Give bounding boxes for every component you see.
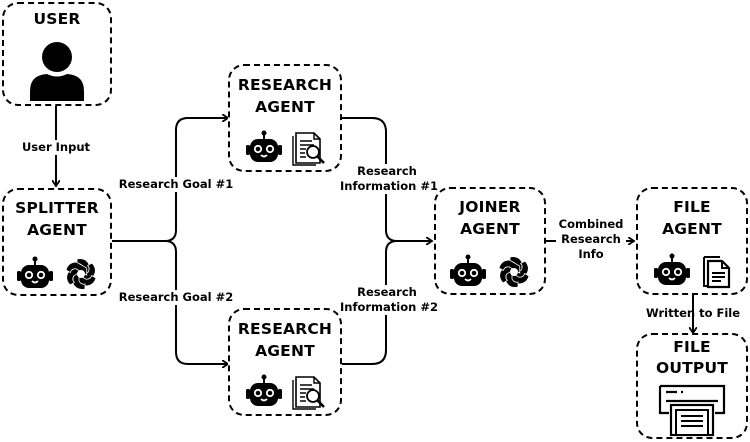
research-agent-1-title-line2: AGENT [255, 98, 315, 116]
openai-logo-icon [65, 258, 97, 290]
document-search-icon [292, 376, 325, 410]
openai-logo-icon [498, 256, 530, 288]
file-output-title-line1: FILE [673, 338, 711, 356]
file-agent-node[interactable]: FILE AGENT [636, 187, 748, 295]
splitter-node[interactable]: SPLITTER AGENT [2, 188, 112, 296]
person-icon [30, 42, 84, 101]
edge-label-info-2-line1: Research [357, 285, 417, 299]
edge-research2-joiner [341, 240, 398, 365]
robot-icon [17, 256, 53, 288]
file-agent-title-line1: FILE [673, 198, 711, 216]
printer-icon [658, 384, 726, 437]
research-agent-2-title-line1: RESEARCH [237, 320, 333, 338]
joiner-node[interactable]: JOINER AGENT [434, 187, 546, 295]
edge-label-written: Written to File [646, 306, 741, 320]
robot-icon [246, 374, 282, 406]
file-agent-title-line2: AGENT [662, 220, 722, 238]
robot-icon [450, 254, 486, 286]
edge-splitter-research2 [164, 240, 228, 364]
research-agent-2-title-line2: AGENT [255, 342, 315, 360]
edge-label-combined-line3: Info [556, 247, 626, 262]
edge-label-goal-1: Research Goal #1 [118, 177, 234, 192]
splitter-node-title-line1: SPLITTER [15, 199, 99, 217]
edge-label-info-2: Research Information #2 [340, 285, 438, 315]
document-icon [703, 256, 731, 289]
edge-label-goal-2: Research Goal #2 [118, 290, 234, 305]
edge-label-info-2-line2: Information #2 [340, 300, 438, 314]
research-agent-1-node[interactable]: RESEARCH AGENT [228, 64, 342, 172]
edge-label-info-1: Research Information #1 [340, 164, 438, 194]
file-output-title-line2: OUTPUT [655, 359, 729, 377]
joiner-node-title-line2: AGENT [460, 220, 520, 238]
joiner-node-title-line1: JOINER [459, 198, 521, 216]
edge-label-combined-line2: Research [556, 232, 626, 247]
edge-label-user-input: User Input [20, 140, 92, 155]
file-output-node[interactable]: FILE OUTPUT [636, 333, 748, 439]
user-node-title: USER [33, 10, 81, 28]
research-agent-2-node[interactable]: RESEARCH AGENT [228, 308, 342, 416]
edge-label-info-1-line1: Research [357, 164, 417, 178]
robot-icon [654, 253, 690, 285]
edge-label-info-1-line2: Information #1 [340, 179, 438, 193]
splitter-node-title-line2: AGENT [27, 221, 87, 239]
research-agent-1-title-line1: RESEARCH [237, 76, 333, 94]
edge-label-combined: Combined Research Info [556, 217, 626, 262]
robot-icon [246, 130, 282, 162]
document-search-icon [292, 132, 325, 166]
user-node[interactable]: USER [2, 2, 112, 106]
edge-label-combined-line1: Combined [556, 217, 626, 232]
